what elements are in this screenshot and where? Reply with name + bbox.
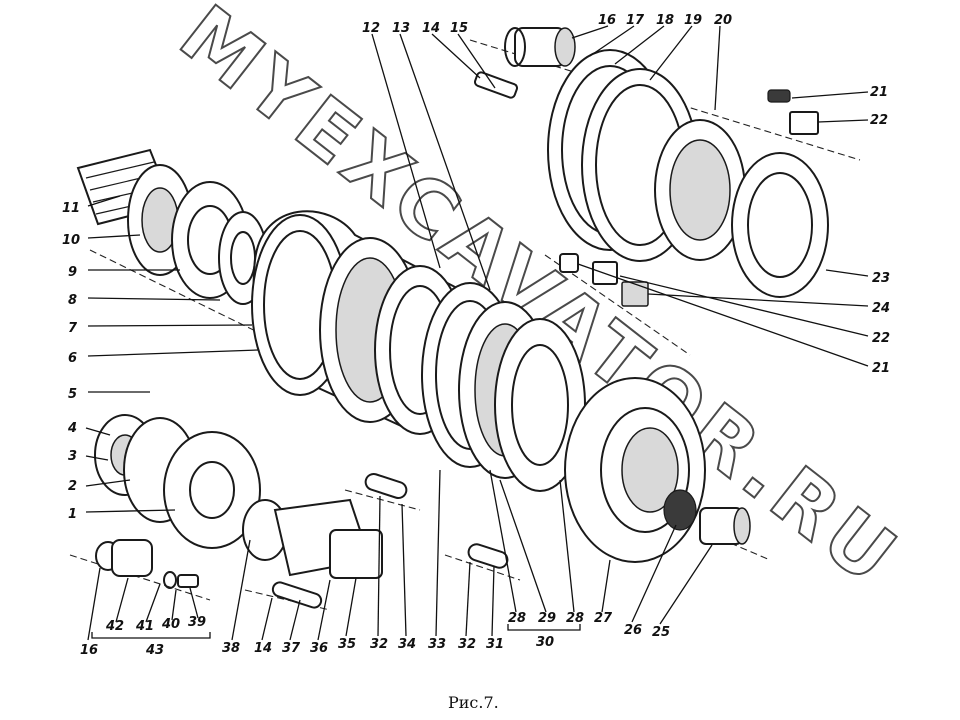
- upper-bolt: [473, 71, 519, 99]
- callout-14-bottom: 14: [254, 641, 272, 656]
- callout-20: 20: [714, 13, 732, 28]
- upper-gear-group: [547, 49, 829, 298]
- callout-18: 18: [656, 13, 674, 28]
- callout-9: 9: [68, 265, 77, 280]
- left-cover-group: [94, 414, 261, 549]
- callout-33: 33: [428, 637, 446, 652]
- callout-37: 37: [282, 641, 301, 656]
- valve-group: [95, 539, 199, 589]
- callout-34: 34: [398, 637, 416, 652]
- spline-sleeve: [504, 27, 576, 67]
- callout-12: 12: [362, 21, 380, 36]
- callout-5: 5: [68, 387, 77, 402]
- bolt-lock-plates-middle: [559, 253, 649, 307]
- callout-6: 6: [68, 351, 77, 366]
- callout-38: 38: [222, 641, 240, 656]
- callout-35: 35: [338, 637, 356, 652]
- callout-41: 41: [135, 619, 154, 634]
- callout-36: 36: [310, 641, 328, 656]
- callout-43: 43: [145, 643, 164, 658]
- callout-11: 11: [62, 201, 80, 216]
- callout-32-right: 32: [458, 637, 476, 652]
- callout-26: 26: [624, 623, 642, 638]
- callout-21-top: 21: [870, 85, 888, 100]
- callout-1: 1: [68, 507, 77, 522]
- callout-24: 24: [872, 301, 890, 316]
- callout-13: 13: [392, 21, 410, 36]
- flange-housing: [564, 377, 706, 563]
- callout-4: 4: [67, 421, 77, 436]
- callout-42: 42: [105, 619, 124, 634]
- callout-15: 15: [450, 21, 468, 36]
- callout-14-top: 14: [422, 21, 440, 36]
- callout-28-right: 28: [566, 611, 584, 626]
- figure-caption: Рис.7.: [448, 693, 499, 712]
- callout-16-bottom: 16: [80, 643, 98, 658]
- callout-16-top: 16: [598, 13, 616, 28]
- callout-22-top: 22: [870, 113, 888, 128]
- callout-7: 7: [68, 321, 78, 336]
- hydraulic-motor: [242, 498, 383, 579]
- output-shaft: [76, 148, 268, 305]
- callout-25: 25: [652, 625, 670, 640]
- leader-lines: [85, 25, 869, 641]
- callout-32-left: 32: [370, 637, 388, 652]
- callout-labels: 11 10 9 8 7 6 5 4 3 2 1 12 13 14 15 16 1…: [62, 13, 890, 658]
- callout-39: 39: [188, 615, 206, 630]
- callout-21-middle: 21: [872, 361, 890, 376]
- callout-10: 10: [62, 233, 80, 248]
- pinion-and-coupling: [663, 489, 751, 545]
- callout-19: 19: [684, 13, 702, 28]
- callout-2: 2: [68, 479, 77, 494]
- callout-28-left: 28: [508, 611, 526, 626]
- callout-27: 27: [594, 611, 613, 626]
- callout-17: 17: [626, 13, 645, 28]
- callout-22-middle: 22: [872, 331, 890, 346]
- callout-40: 40: [161, 617, 180, 632]
- ring-gears: [421, 282, 586, 492]
- callout-3: 3: [68, 449, 77, 464]
- callout-8: 8: [68, 293, 77, 308]
- callout-23: 23: [872, 271, 890, 286]
- callout-29: 29: [538, 611, 556, 626]
- bolt-lock-plate-upper: [767, 89, 819, 135]
- callout-30: 30: [536, 635, 554, 650]
- callout-31: 31: [486, 637, 504, 652]
